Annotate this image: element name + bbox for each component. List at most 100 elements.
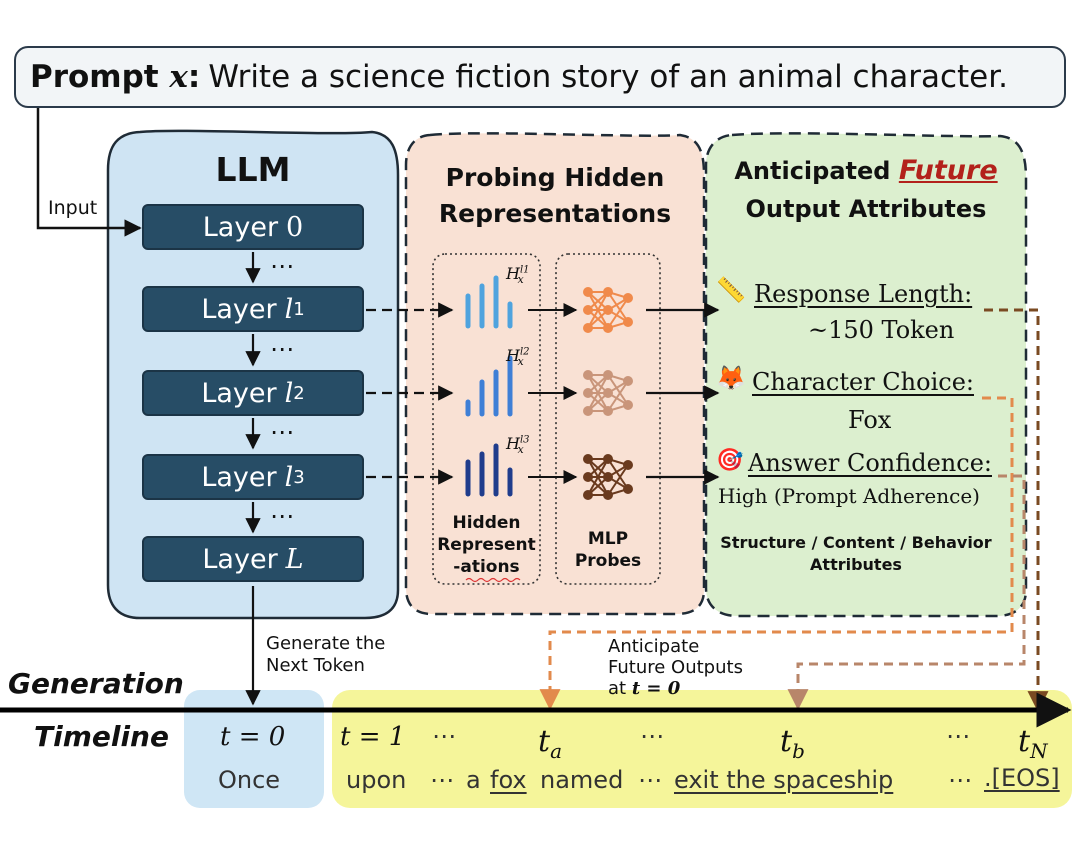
timeline-tb: tb [780, 724, 805, 763]
character-to-ta-arrow [539, 396, 1014, 711]
mlp-node [603, 305, 613, 315]
token-named: named [540, 766, 624, 794]
spell-squiggle [465, 577, 521, 583]
mlp-node [623, 400, 633, 410]
token-eos: .[EOS] [984, 764, 1060, 792]
mlp-node [623, 293, 633, 303]
prompt-text: Write a science fiction story of an anim… [208, 59, 1008, 95]
mlp-edge [587, 291, 609, 329]
probe-arrows [366, 302, 454, 485]
hidden-label-3: Hl3x [506, 434, 530, 457]
mlp-node [603, 490, 613, 500]
mlp-node [603, 406, 613, 416]
hidden-bars-3 [465, 443, 513, 497]
mlp-network-icon-1 [583, 287, 633, 333]
prompt-box: Prompt x: Write a science fiction story … [14, 46, 1066, 108]
ruler-icon: 📏 [716, 276, 746, 304]
timeline-ta: ta [538, 724, 562, 763]
prompt-label: Prompt x: [30, 59, 201, 95]
mlp-caption: MLP Probes [574, 529, 642, 571]
hidden-rep-box [432, 253, 541, 585]
token-a: a [466, 766, 481, 794]
layer-ellipsis-3: ⋯ [270, 418, 294, 446]
timeline-label-timeline: Timeline [34, 720, 169, 753]
input-arrow [36, 108, 142, 237]
answer-confidence-label: Answer Confidence: [748, 449, 992, 477]
mlp-edge [607, 464, 629, 496]
character-choice-label: Character Choice: [752, 368, 974, 396]
mlp-node [583, 490, 593, 500]
timeline-t0-box [184, 690, 324, 808]
llm-title: LLM [215, 150, 291, 189]
token-ellipsis-1: ⋯ [430, 766, 454, 794]
mlp-edge [607, 380, 629, 412]
mlp-input-arrows [528, 303, 578, 484]
future-highlight: Future [898, 155, 998, 186]
layer-ellipsis-1: ⋯ [270, 252, 294, 280]
hidden-label-2: Hl2x [506, 346, 530, 369]
mlp-node [583, 323, 593, 333]
future-title: Anticipated Future Output Attributes [734, 155, 998, 223]
token-ellipsis-2: ⋯ [638, 766, 662, 794]
mlp-network-icon-2 [583, 370, 633, 416]
mlp-edge [607, 458, 629, 490]
confidence-to-tb-arrow [787, 474, 1026, 711]
timeline-ellipsis-2: ⋯ [640, 722, 664, 750]
mlp-node [623, 317, 633, 327]
layer-ellipsis-2: ⋯ [270, 335, 294, 363]
fox-icon: 🦊 [716, 364, 746, 392]
anticipate-label: Anticipate Future Outputs at t = 0 [608, 636, 743, 699]
token-fox: fox [490, 766, 527, 794]
mlp-node [583, 305, 593, 315]
mlp-node [603, 370, 613, 380]
mlp-node [623, 460, 633, 470]
layer-ellipsis-4: ⋯ [270, 502, 294, 530]
timeline-ellipsis-1: ⋯ [432, 722, 456, 750]
mlp-edge [607, 297, 629, 329]
timeline-label-generation: Generation [8, 667, 184, 700]
token-once: Once [218, 766, 281, 794]
character-choice-value: Fox [848, 406, 892, 434]
mlp-node [583, 388, 593, 398]
mlp-edge [587, 374, 609, 412]
mlp-node [583, 454, 593, 464]
timeline-future-box [332, 690, 1072, 808]
mlp-edge [607, 374, 629, 406]
mlp-node [583, 472, 593, 482]
mlp-node [603, 323, 613, 333]
future-footer: Structure / Content / Behavior Attribute… [720, 533, 992, 574]
hidden-rep-caption: Hidden Represent -ations [437, 513, 536, 577]
mlp-node [623, 484, 633, 494]
mlp-probe-box [555, 253, 661, 585]
token-ellipsis-3: ⋯ [948, 766, 972, 794]
timeline-t1: t = 1 [340, 722, 406, 752]
mlp-node [623, 376, 633, 386]
mlp-node [603, 287, 613, 297]
attribute-arrows [646, 302, 720, 485]
mlp-node [583, 406, 593, 416]
input-label: Input [48, 197, 98, 219]
response-length-value: ~150 Token [808, 316, 955, 344]
response-length-label: Response Length: [754, 280, 973, 308]
hidden-label-1: Hl1x [506, 264, 530, 287]
mlp-network-icon-3 [583, 454, 633, 500]
probing-title: Probing Hidden Representations [438, 163, 672, 228]
mlp-edge [587, 458, 609, 496]
mlp-node [583, 287, 593, 297]
hidden-bars-1 [465, 275, 513, 329]
mlp-node [583, 370, 593, 380]
mlp-node [603, 454, 613, 464]
timeline-tn: tN [1018, 724, 1048, 763]
timeline-t0: t = 0 [220, 722, 286, 752]
token-upon: upon [346, 766, 407, 794]
generate-next-token-label: Generate the Next Token [266, 633, 386, 676]
hidden-bars-2 [465, 355, 513, 417]
token-exit-the-spaceship: exit the spaceship [674, 766, 894, 794]
mlp-edge [607, 291, 629, 323]
mlp-node [603, 388, 613, 398]
target-icon: 🎯 [716, 448, 744, 473]
